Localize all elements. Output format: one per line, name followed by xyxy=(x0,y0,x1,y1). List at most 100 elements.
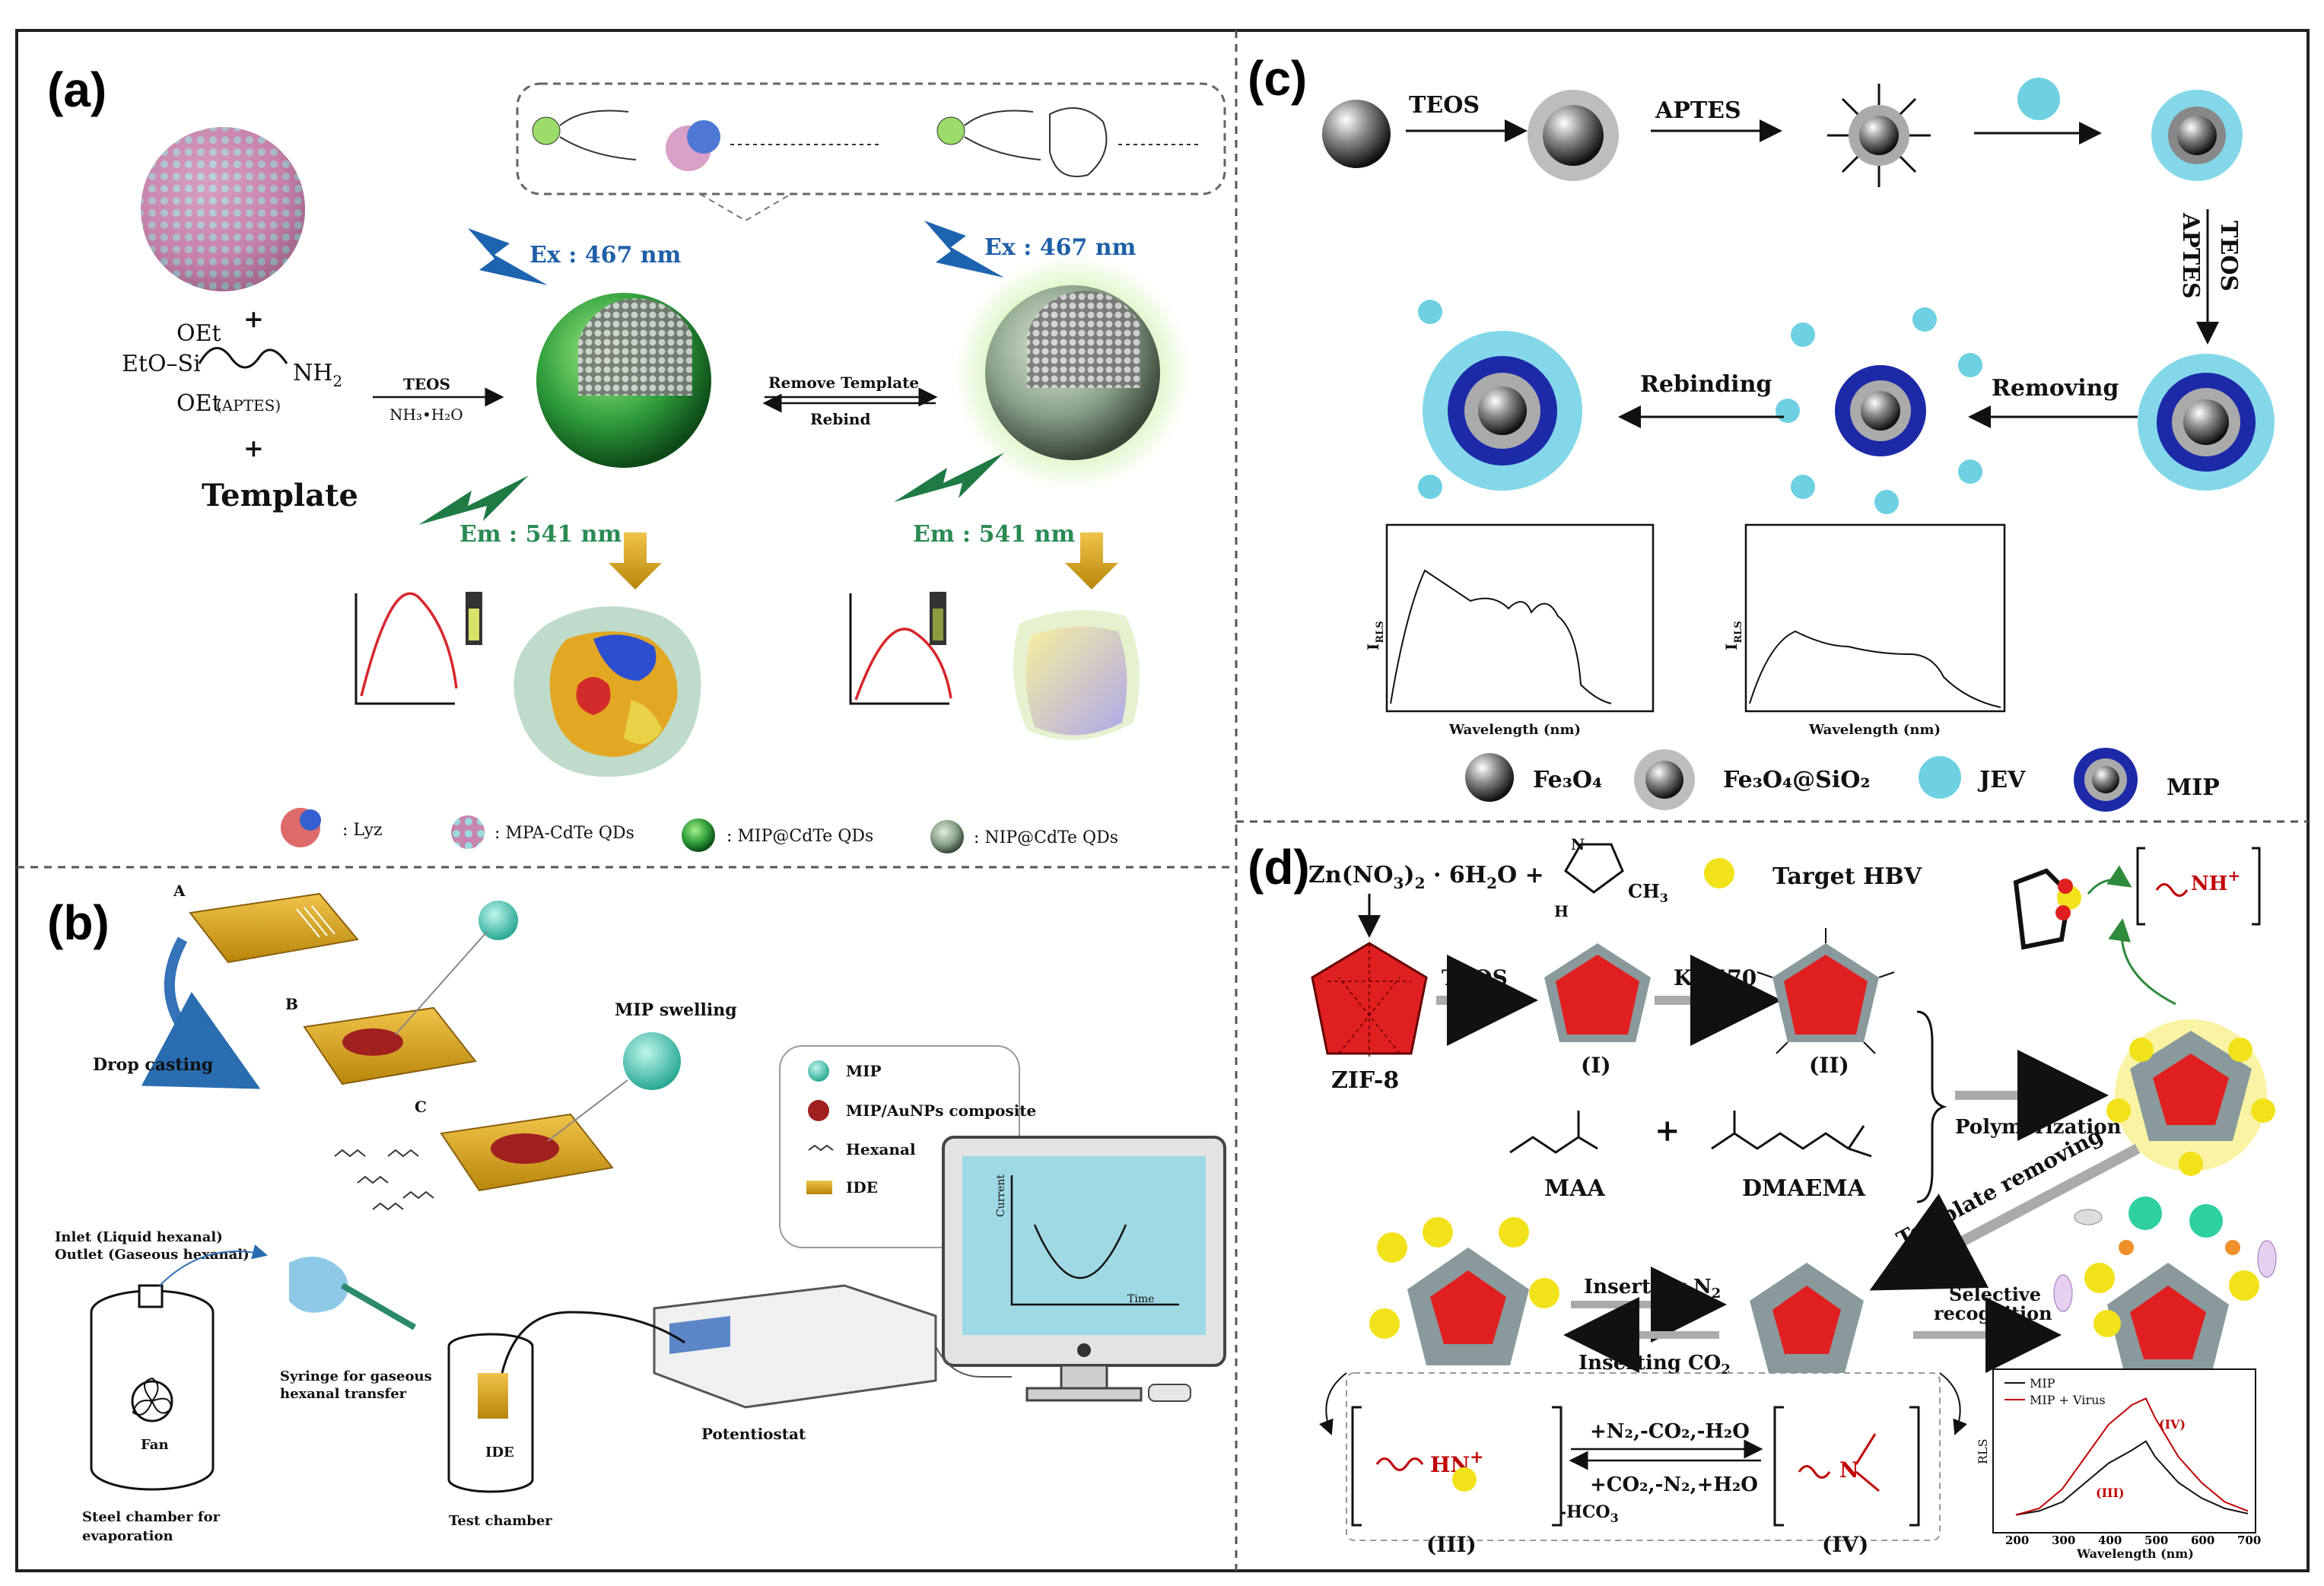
legend-b-composite: MIP/AuNPs composite xyxy=(846,1101,1036,1120)
down-arrow-left xyxy=(609,532,662,590)
label-i: (I) xyxy=(1581,1053,1611,1078)
graph1-xlabel: Wavelength (nm) xyxy=(1448,722,1581,738)
rebinding-label: Rebinding xyxy=(1640,371,1772,398)
legend-lyz-icon-b xyxy=(300,809,321,831)
lyz-blue-domain xyxy=(593,634,657,681)
steel-label-1: Steel chamber for xyxy=(82,1509,221,1525)
electrode-fingers-a xyxy=(296,905,335,938)
figure-frame xyxy=(15,29,2310,1572)
legend-fe3o4-icon xyxy=(1465,753,1514,802)
screen-axes xyxy=(1010,1175,1179,1306)
fe3o4-core xyxy=(1322,100,1391,168)
em-right-label: Em : 541 nm xyxy=(913,521,1075,548)
aptes-paren: (APTES) xyxy=(216,396,281,415)
mip-empty xyxy=(1835,365,1926,456)
mip-rebound xyxy=(1423,331,1582,491)
monitor-stand xyxy=(1025,1387,1143,1402)
x-tick-label: 600 xyxy=(2191,1534,2214,1547)
charge-arrow xyxy=(2087,865,2132,895)
jev-loaded-particle xyxy=(2151,90,2243,181)
plus-d: + xyxy=(1655,1113,1680,1149)
imidazole-n: N xyxy=(1571,835,1585,853)
bracket-iii xyxy=(1351,1406,1563,1527)
bracket-iv xyxy=(1773,1406,1920,1527)
panel-c-label: (c) xyxy=(1248,51,1307,106)
legend-ide-icon xyxy=(806,1181,832,1194)
screen-curve xyxy=(1033,1224,1127,1279)
chart-legend-mip: MIP xyxy=(2030,1376,2055,1391)
legend-fe3o4: Fe₃O₄ xyxy=(1533,767,1602,793)
mip-with-virus xyxy=(2138,354,2275,491)
template-label: Template xyxy=(202,478,358,513)
mip-swelling-label: MIP swelling xyxy=(615,1000,737,1020)
legend-composite-bead xyxy=(808,1100,829,1121)
mip-bead-b xyxy=(478,901,518,940)
legend-fe3o4sio2: Fe₃O₄@SiO₂ xyxy=(1723,767,1871,793)
propyl-chain xyxy=(198,347,288,369)
fan-blades xyxy=(132,1377,173,1416)
monitor-power-icon xyxy=(1077,1343,1091,1357)
x-tick-label: 500 xyxy=(2144,1534,2168,1547)
syringe-label-2: hexanal transfer xyxy=(280,1386,407,1402)
inserting-co2-label: Inserting CO2 xyxy=(1578,1352,1731,1378)
vial-fluid-right xyxy=(933,609,943,640)
spectrum-axes-left xyxy=(354,593,455,705)
target-hbv-label: Target HBV xyxy=(1772,863,1922,890)
rls-graph-1 xyxy=(1385,523,1655,713)
time-label: Time xyxy=(1127,1293,1154,1305)
chart-ylabel: RLS xyxy=(1976,1438,1990,1464)
x-tick-label: 400 xyxy=(2098,1534,2122,1547)
zif8-core-ii xyxy=(1784,955,1868,1035)
swollen-mip-bead xyxy=(623,1032,681,1090)
mip-recognized xyxy=(2084,1263,2259,1381)
hco3-label: -HCO3 xyxy=(1559,1502,1619,1525)
legend-jev: JEV xyxy=(1977,767,2026,793)
arrow-template-removing xyxy=(1869,1143,2141,1291)
hexanal-molecules xyxy=(334,1149,434,1211)
imidazole-h: H xyxy=(1554,902,1569,920)
extra-virus xyxy=(1418,300,1442,499)
zif8-label: ZIF-8 xyxy=(1331,1067,1399,1094)
mip-aunp-deposit-c xyxy=(491,1133,559,1164)
link-arrow-right xyxy=(1939,1372,1967,1435)
potentiostat-label: Potentiostat xyxy=(701,1425,806,1443)
monitor-cable xyxy=(935,1346,1012,1378)
label-iv: (IV) xyxy=(1822,1532,1868,1557)
legend-b-ide: IDE xyxy=(846,1178,878,1197)
panel-a: (a) + OEt EtO–Si NH2 OEt (APTES) + Templ… xyxy=(47,62,1226,853)
nip-core-dots xyxy=(1027,291,1141,388)
zoom-line-c xyxy=(547,1079,628,1142)
step-a: A xyxy=(173,882,186,900)
legend-mip-bead xyxy=(808,1060,829,1082)
spectrum-axes-right xyxy=(849,593,949,705)
legend-fe3o4sio2-icon xyxy=(1645,761,1683,799)
series-line-1 xyxy=(2015,1440,2249,1516)
potentiostat-cable xyxy=(501,1311,685,1374)
legend-b-mip: MIP xyxy=(846,1062,882,1080)
inset-pointer xyxy=(699,193,792,222)
panel-b: (b) A B Drop casting MIP swelling C MIP xyxy=(47,882,1226,1544)
chart-label-iv: (IV) xyxy=(2159,1417,2186,1432)
excitation-bolt-left xyxy=(468,228,548,285)
x-tick-label: 300 xyxy=(2052,1534,2075,1547)
legend-nip-icon xyxy=(930,820,964,853)
legend-mpa: : MPA-CdTe QDs xyxy=(494,824,634,843)
plus-sign-1: + xyxy=(243,304,264,333)
step-b: B xyxy=(285,995,298,1013)
amine-chain xyxy=(2155,883,2189,897)
chart-xlabel: Wavelength (nm) xyxy=(2076,1546,2194,1561)
potentiostat-device xyxy=(653,1284,937,1409)
maa-structure xyxy=(1509,1111,1598,1154)
recognition-feedback-arrow xyxy=(2108,918,2176,1006)
lyz-yellow-domain xyxy=(624,700,662,744)
inlet-label: Inlet (Liquid hexanal) xyxy=(55,1229,223,1245)
legend-hexanal-icon xyxy=(808,1144,834,1152)
free-virus-cloud xyxy=(1776,307,1982,514)
chain-iii xyxy=(1375,1457,1424,1471)
teos-label-a: TEOS xyxy=(403,375,450,393)
x-tick-label: 700 xyxy=(2237,1534,2261,1547)
vial-fluid-left xyxy=(469,609,479,640)
